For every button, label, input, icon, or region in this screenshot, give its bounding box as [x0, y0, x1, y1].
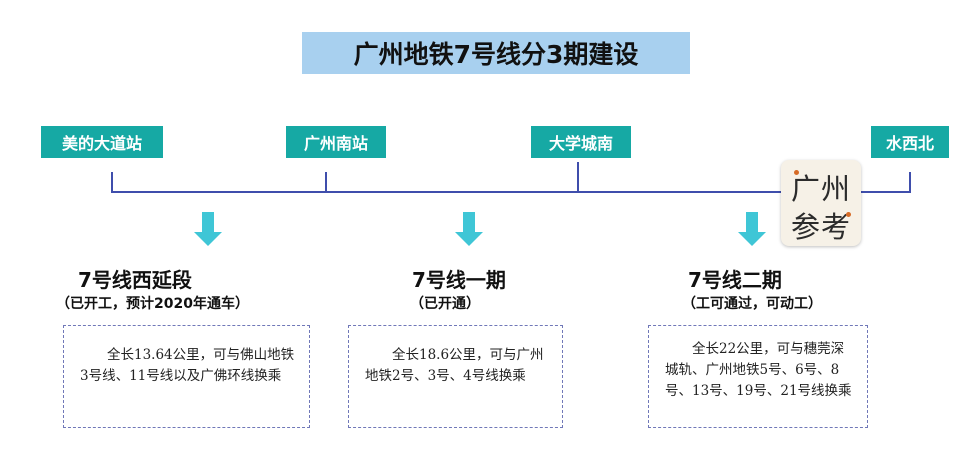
- phase-description-west-extension: 全长13.64公里，可与佛山地铁3号线、11号线以及广佛环线换乘: [63, 325, 310, 428]
- station-guangzhou-south: 广州南站: [286, 126, 386, 158]
- phase-status-west-extension: （已开工，预计2020年通车）: [56, 296, 249, 312]
- timeline-line: [111, 191, 911, 193]
- phase-title-phase-two: 7号线二期: [688, 268, 782, 292]
- watermark-accent-dot: [794, 170, 799, 175]
- watermark-line-1: 广州: [790, 172, 851, 206]
- down-arrow-icon: [455, 212, 483, 246]
- watermark-accent-dot: [846, 212, 851, 217]
- timeline-tick: [111, 172, 113, 192]
- diagram-title: 广州地铁7号线分3期建设: [302, 32, 690, 74]
- station-shuixibei: 水西北: [871, 126, 949, 158]
- down-arrow-icon: [738, 212, 766, 246]
- phase-description-phase-one: 全长18.6公里，可与广州地铁2号、3号、4号线换乘: [348, 325, 563, 428]
- description-text: 全长22公里，可与穗莞深城轨、广州地铁5号、6号、8号、13号、19号、21号线…: [665, 341, 852, 399]
- phase-description-phase-two: 全长22公里，可与穗莞深城轨、广州地铁5号、6号、8号、13号、19号、21号线…: [648, 325, 868, 428]
- description-text: 全长13.64公里，可与佛山地铁3号线、11号线以及广佛环线换乘: [80, 347, 295, 384]
- down-arrow-icon: [194, 212, 222, 246]
- timeline-tick: [325, 172, 327, 192]
- phase-title-west-extension: 7号线西延段: [78, 268, 192, 292]
- phase-status-phase-two: （工可通过，可动工）: [682, 296, 822, 312]
- description-text: 全长18.6公里，可与广州地铁2号、3号、4号线换乘: [365, 347, 544, 384]
- station-university-town-south: 大学城南: [531, 126, 631, 158]
- timeline-tick: [577, 162, 579, 192]
- watermark-line-2: 参考: [790, 210, 851, 244]
- guangzhou-cankao-watermark-logo: 广州 参考: [781, 160, 861, 246]
- timeline-tick: [909, 172, 911, 192]
- phase-title-phase-one: 7号线一期: [412, 268, 506, 292]
- phase-status-phase-one: （已开通）: [410, 296, 480, 312]
- station-meide-avenue: 美的大道站: [41, 126, 163, 158]
